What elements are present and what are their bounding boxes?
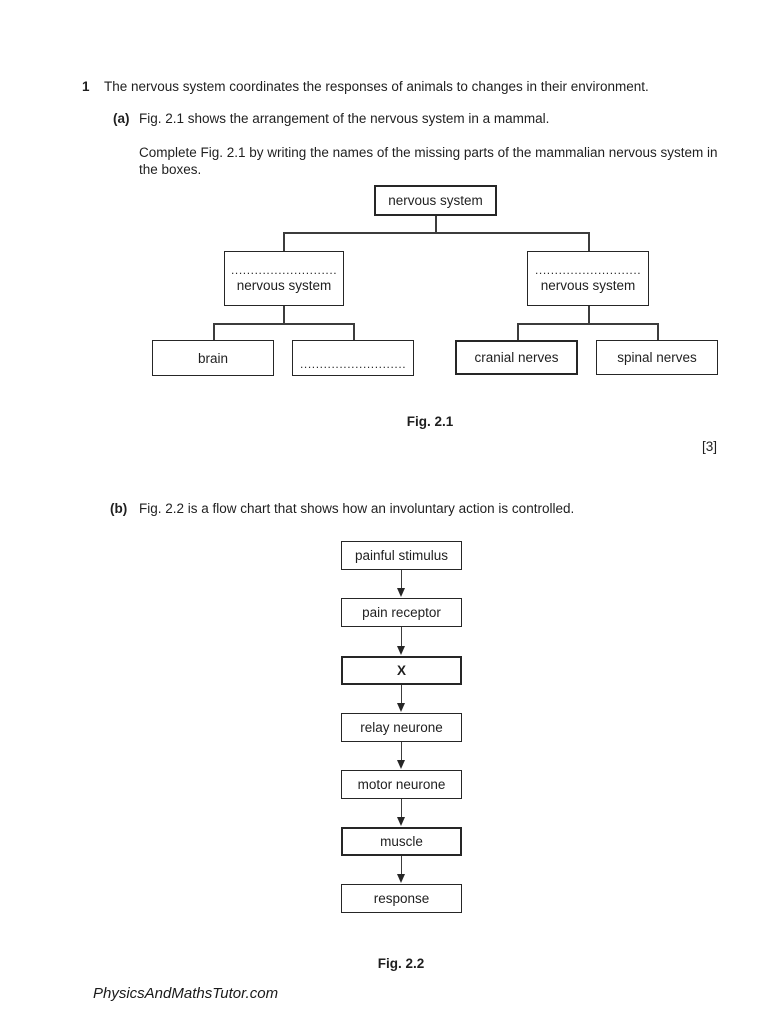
answer-dots-line: ..............................	[535, 263, 641, 277]
tree-leaf-cranial-label: cranial nerves	[474, 350, 559, 365]
fig-2-2-caption: Fig. 2.2	[377, 956, 425, 971]
flowchart-step-label: response	[373, 891, 430, 906]
tree-branch-right-label: nervous system	[540, 277, 636, 293]
flowchart-step-label: pain receptor	[362, 605, 441, 620]
down-arrow-icon	[397, 760, 405, 769]
flow-arrow-line	[400, 856, 402, 875]
tree-leaf-spinal-label: spinal nerves	[617, 350, 697, 365]
flowchart-step-box: muscle	[341, 827, 462, 856]
flow-arrow-line	[400, 685, 402, 704]
flowchart-step-label: X	[396, 663, 406, 678]
down-arrow-icon	[397, 588, 405, 597]
down-arrow-icon	[397, 703, 405, 712]
down-arrow-icon	[397, 874, 405, 883]
tree-leaf-box-answer: ..............................	[292, 340, 414, 376]
flow-arrow-line	[400, 627, 402, 647]
flowchart-step-box: response	[341, 884, 462, 913]
question-number: 1	[82, 79, 90, 94]
tree-leaf-box-spinal-nerves: spinal nerves	[596, 340, 718, 375]
tree-connector-line	[283, 306, 285, 323]
part-b-instruction: Fig. 2.2 is a flow chart that shows how …	[139, 501, 575, 516]
flow-arrow-line	[400, 570, 402, 589]
tree-connector-line	[213, 323, 215, 340]
tree-root-label: nervous system	[388, 193, 483, 208]
footer-site-name: PhysicsAndMathsTutor.com	[93, 985, 279, 1002]
tree-branch-box-left: .............................. nervous s…	[224, 251, 344, 306]
down-arrow-icon	[397, 646, 405, 655]
flowchart-step-label: muscle	[380, 834, 423, 849]
tree-leaf-brain-label: brain	[197, 350, 229, 366]
tree-connector-line	[213, 323, 354, 325]
flowchart-step-box: painful stimulus	[341, 541, 462, 570]
part-a-instruction-2: Complete Fig. 2.1 by writing the names o…	[139, 145, 718, 177]
tree-connector-line	[435, 216, 437, 232]
question-intro-text: The nervous system coordinates the respo…	[104, 79, 649, 94]
tree-connector-line	[588, 232, 590, 251]
tree-connector-line	[283, 232, 589, 234]
tree-connector-line	[517, 323, 519, 340]
tree-connector-line	[353, 323, 355, 340]
tree-leaf-box-brain: brain	[152, 340, 274, 376]
flow-arrow-line	[400, 742, 402, 761]
flowchart-step-label: relay neurone	[360, 720, 443, 735]
tree-root-box: nervous system	[374, 185, 497, 216]
tree-connector-line	[588, 306, 590, 323]
tree-connector-line	[283, 232, 285, 251]
tree-leaf-box-cranial-nerves: cranial nerves	[455, 340, 578, 375]
marks-badge: [3]	[702, 439, 718, 454]
tree-branch-box-right: .............................. nervous s…	[527, 251, 649, 306]
flowchart-step-box: pain receptor	[341, 598, 462, 627]
flowchart-step-label: painful stimulus	[354, 548, 449, 563]
flowchart-step-label: motor neurone	[357, 777, 446, 792]
part-a-label: (a)	[113, 111, 130, 126]
part-a-instruction: Fig. 2.1 shows the arrangement of the ne…	[139, 111, 550, 126]
part-b-label: (b)	[110, 501, 128, 516]
tree-connector-line	[657, 323, 659, 340]
answer-dots-line: ..............................	[231, 263, 337, 277]
fig-2-1-caption: Fig. 2.1	[406, 414, 454, 429]
answer-dots-line: ..............................	[300, 358, 406, 371]
down-arrow-icon	[397, 817, 405, 826]
flowchart-step-box-unknown-x: X	[341, 656, 462, 685]
flow-arrow-line	[400, 799, 402, 818]
tree-connector-line	[517, 323, 658, 325]
flowchart-step-box: relay neurone	[341, 713, 462, 742]
tree-branch-left-label: nervous system	[236, 277, 332, 293]
flowchart-step-box: motor neurone	[341, 770, 462, 799]
